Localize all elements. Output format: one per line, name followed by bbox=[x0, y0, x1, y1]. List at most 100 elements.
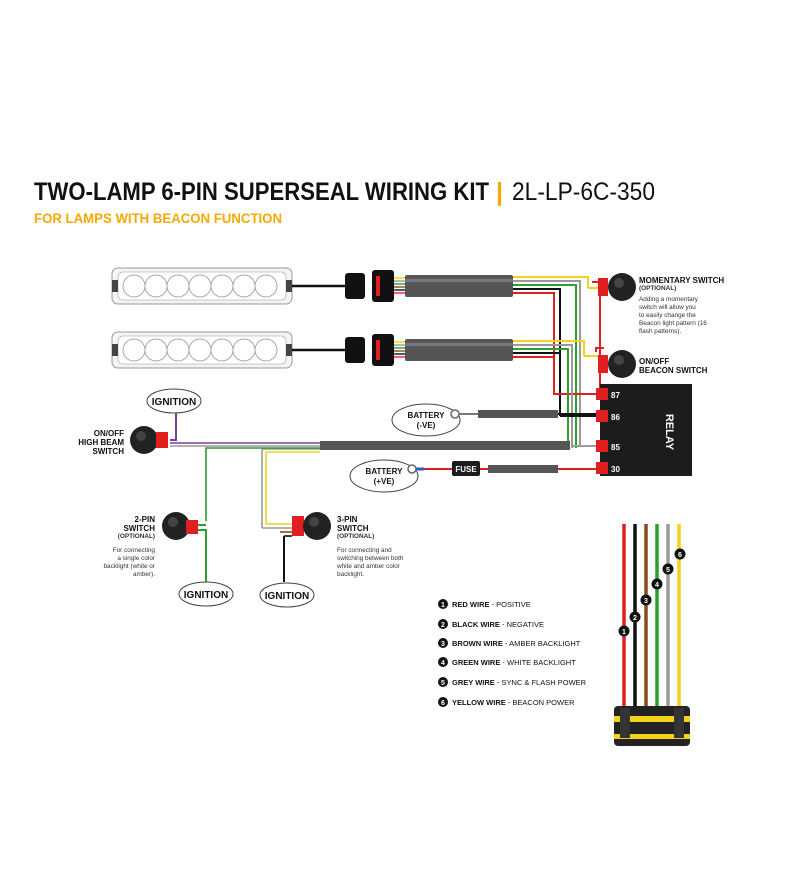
main-loom bbox=[320, 441, 570, 450]
svg-text:GREEN WIRE - WHITE BACKLIGHT: GREEN WIRE - WHITE BACKLIGHT bbox=[452, 658, 576, 667]
svg-text:4: 4 bbox=[655, 582, 659, 589]
relay-pin-86: 86 bbox=[611, 413, 620, 422]
wire-key-item-6: 6 YELLOW WIRE - BEACON POWER bbox=[438, 697, 575, 707]
svg-text:FUSE: FUSE bbox=[455, 465, 477, 474]
wire-key-item-4: 4 GREEN WIRE - WHITE BACKLIGHT bbox=[438, 657, 576, 667]
svg-text:5: 5 bbox=[441, 680, 445, 687]
relay-pin-87: 87 bbox=[611, 391, 620, 400]
svg-text:amber).: amber). bbox=[133, 571, 155, 578]
svg-text:4: 4 bbox=[441, 660, 445, 667]
svg-text:BLACK WIRE - NEGATIVE: BLACK WIRE - NEGATIVE bbox=[452, 620, 544, 629]
three-pin-label: 3-PIN SWITCH (OPTIONAL) For connecting a… bbox=[336, 515, 404, 578]
superseal-connector: 1 2 3 4 5 6 bbox=[614, 524, 690, 746]
svg-text:(-VE): (-VE) bbox=[417, 421, 436, 430]
lamp-1-connector bbox=[345, 270, 394, 302]
svg-text:2: 2 bbox=[441, 622, 445, 629]
svg-text:ON/OFF: ON/OFF bbox=[94, 429, 124, 438]
battery-positive: BATTERY (+VE) bbox=[349, 459, 419, 493]
lamp-2-connector bbox=[345, 334, 394, 366]
svg-text:SWITCH: SWITCH bbox=[92, 447, 124, 456]
svg-text:Adding a momentary: Adding a momentary bbox=[639, 296, 699, 303]
svg-text:switching between both: switching between both bbox=[337, 555, 404, 562]
svg-text:SWITCH: SWITCH bbox=[337, 524, 369, 533]
ignition-right: IGNITION bbox=[259, 582, 315, 608]
subtitle: FOR LAMPS WITH BEACON FUNCTION bbox=[34, 210, 282, 226]
svg-text:IGNITION: IGNITION bbox=[152, 397, 196, 408]
part-number: 2L-LP-6C-350 bbox=[512, 178, 655, 206]
svg-text:2: 2 bbox=[633, 615, 637, 622]
wire-key-item-1: 1 RED WIRE - POSITIVE bbox=[438, 599, 531, 609]
high-beam-label: ON/OFF HIGH BEAM SWITCH bbox=[78, 429, 124, 456]
page-title: TWO-LAMP 6-PIN SUPERSEAL WIRING KIT bbox=[34, 178, 489, 206]
svg-text:BROWN WIRE - AMBER BACKLIGHT: BROWN WIRE - AMBER BACKLIGHT bbox=[452, 639, 581, 648]
beacon-switch[interactable] bbox=[598, 350, 636, 378]
svg-text:RED WIRE - POSITIVE: RED WIRE - POSITIVE bbox=[452, 600, 531, 609]
two-pin-switch[interactable] bbox=[162, 512, 198, 540]
ignition-top: IGNITION bbox=[146, 388, 202, 414]
svg-text:(OPTIONAL): (OPTIONAL) bbox=[337, 533, 374, 540]
svg-text:YELLOW WIRE - BEACON POWER: YELLOW WIRE - BEACON POWER bbox=[452, 698, 575, 707]
svg-text:2-PIN: 2-PIN bbox=[135, 515, 156, 524]
wire-key-item-2: 2 BLACK WIRE - NEGATIVE bbox=[438, 619, 544, 629]
connector-marker-5: 5 bbox=[662, 563, 674, 575]
lamp-2 bbox=[111, 331, 293, 369]
relay-pin-85: 85 bbox=[611, 443, 620, 452]
title-separator: | bbox=[496, 178, 503, 206]
connector-marker-4: 4 bbox=[651, 578, 663, 590]
svg-text:IGNITION: IGNITION bbox=[265, 591, 309, 602]
wire-key: 1 RED WIRE - POSITIVE 2 BLACK WIRE - NEG… bbox=[438, 599, 587, 707]
svg-text:Beacon light pattern (16: Beacon light pattern (16 bbox=[639, 320, 707, 327]
momentary-switch[interactable] bbox=[598, 273, 636, 301]
svg-text:backlight.: backlight. bbox=[337, 571, 364, 578]
svg-text:3: 3 bbox=[644, 598, 648, 605]
svg-text:HIGH BEAM: HIGH BEAM bbox=[78, 438, 124, 447]
svg-text:3: 3 bbox=[441, 641, 445, 648]
svg-text:1: 1 bbox=[441, 602, 445, 609]
svg-text:5: 5 bbox=[666, 567, 670, 574]
svg-text:3-PIN: 3-PIN bbox=[337, 515, 358, 524]
svg-text:1: 1 bbox=[622, 629, 626, 636]
high-beam-switch[interactable] bbox=[130, 426, 168, 454]
svg-text:SWITCH: SWITCH bbox=[123, 524, 155, 533]
svg-text:a single color: a single color bbox=[117, 555, 156, 562]
battery-negative: BATTERY (-VE) bbox=[391, 403, 461, 437]
svg-text:GREY WIRE - SYNC & FLASH POWER: GREY WIRE - SYNC & FLASH POWER bbox=[452, 678, 587, 687]
three-pin-switch[interactable] bbox=[292, 512, 331, 540]
svg-text:BATTERY: BATTERY bbox=[366, 467, 404, 476]
momentary-note: Adding a momentary switch will allow you… bbox=[639, 296, 707, 335]
svg-text:to easily change the: to easily change the bbox=[639, 312, 696, 319]
connector-marker-1: 1 bbox=[618, 625, 630, 637]
svg-text:backlight (white or: backlight (white or bbox=[103, 563, 155, 570]
loom-2 bbox=[405, 339, 513, 361]
fuse: FUSE bbox=[452, 461, 480, 476]
beacon-switch-label-1: ON/OFF bbox=[639, 357, 669, 366]
loom-1 bbox=[405, 275, 513, 297]
svg-text:For connecting: For connecting bbox=[113, 547, 156, 554]
svg-text:IGNITION: IGNITION bbox=[184, 590, 228, 601]
svg-text:6: 6 bbox=[678, 552, 682, 559]
connector-marker-2: 2 bbox=[629, 611, 641, 623]
ignition-left: IGNITION bbox=[178, 581, 234, 607]
connector-marker-6: 6 bbox=[674, 548, 686, 560]
svg-text:(OPTIONAL): (OPTIONAL) bbox=[118, 533, 155, 540]
wire-key-item-5: 5 GREY WIRE - SYNC & FLASH POWER bbox=[438, 677, 587, 687]
lamp-1 bbox=[111, 267, 293, 305]
beacon-switch-label-2: BEACON SWITCH bbox=[639, 366, 708, 375]
svg-text:(+VE): (+VE) bbox=[374, 477, 395, 486]
momentary-optional: (OPTIONAL) bbox=[639, 285, 676, 292]
relay: 87 86 85 30 RELAY bbox=[596, 384, 692, 476]
svg-text:white and amber color: white and amber color bbox=[336, 563, 401, 570]
relay-pin-30: 30 bbox=[611, 465, 620, 474]
svg-text:BATTERY: BATTERY bbox=[408, 411, 446, 420]
svg-text:switch will allow you: switch will allow you bbox=[639, 304, 696, 311]
two-pin-label: 2-PIN SWITCH (OPTIONAL) For connecting a… bbox=[103, 515, 155, 578]
svg-text:6: 6 bbox=[441, 700, 445, 707]
wire-key-item-3: 3 BROWN WIRE - AMBER BACKLIGHT bbox=[438, 638, 581, 648]
relay-label: RELAY bbox=[663, 414, 675, 451]
momentary-switch-label: MOMENTARY SWITCH bbox=[639, 276, 724, 285]
connector-marker-3: 3 bbox=[640, 594, 652, 606]
svg-text:flash patterns).: flash patterns). bbox=[639, 328, 681, 335]
svg-text:For connecting and: For connecting and bbox=[337, 547, 392, 554]
